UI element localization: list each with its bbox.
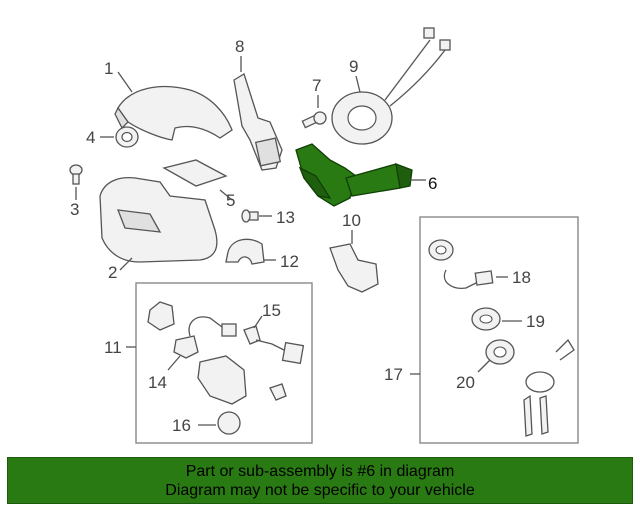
group-box-17 — [419, 216, 579, 444]
part-16-disk[interactable] — [217, 411, 241, 435]
callout-17: 17 — [384, 365, 403, 384]
callout-8: 8 — [235, 37, 244, 56]
callout-7: 7 — [312, 76, 321, 95]
callout-1: 1 — [104, 59, 113, 78]
banner-line-1: Part or sub-assembly is #6 in diagram — [185, 462, 455, 480]
callout-15: 15 — [262, 301, 281, 320]
callout-16: 16 — [172, 416, 191, 435]
part-4-ring[interactable] — [115, 126, 139, 148]
callout-18: 18 — [512, 268, 531, 287]
callout-3: 3 — [70, 200, 79, 219]
banner-line-2: Diagram may not be specific to your vehi… — [165, 481, 475, 499]
callout-20: 20 — [456, 373, 475, 392]
callout-13: 13 — [276, 208, 295, 227]
part-12-bracket[interactable] — [225, 238, 265, 265]
callout-9: 9 — [349, 57, 358, 76]
group-box-11 — [135, 282, 313, 444]
callout-5: 5 — [226, 191, 235, 210]
callout-10: 10 — [342, 211, 361, 230]
part-5-plate[interactable] — [162, 159, 228, 187]
lock-set-parts[interactable] — [428, 239, 575, 437]
part-8-wiper-switch[interactable] — [233, 73, 283, 171]
part-9-clock-spring[interactable] — [331, 27, 451, 145]
part-3-screw[interactable] — [69, 164, 83, 185]
callout-6: 6 — [428, 174, 437, 193]
callout-14: 14 — [148, 373, 167, 392]
callout-19: 19 — [526, 312, 545, 331]
part-10-bracket[interactable] — [329, 243, 379, 293]
part-2-lower-cover[interactable] — [99, 176, 218, 263]
part-7-bolt[interactable] — [301, 111, 327, 129]
part-6-combination-switch[interactable] — [295, 143, 413, 207]
callout-4: 4 — [86, 128, 95, 147]
callout-11: 11 — [104, 338, 122, 357]
parts-diagram: 1 4 3 2 8 7 9 — [69, 27, 579, 444]
ignition-lock-parts[interactable] — [147, 301, 305, 405]
callout-2: 2 — [108, 263, 117, 282]
callout-12: 12 — [280, 252, 299, 271]
notice-banner: Part or sub-assembly is #6 in diagram Di… — [7, 457, 633, 504]
part-1-upper-cover[interactable] — [114, 85, 233, 141]
part-13-bolt[interactable] — [241, 209, 259, 223]
